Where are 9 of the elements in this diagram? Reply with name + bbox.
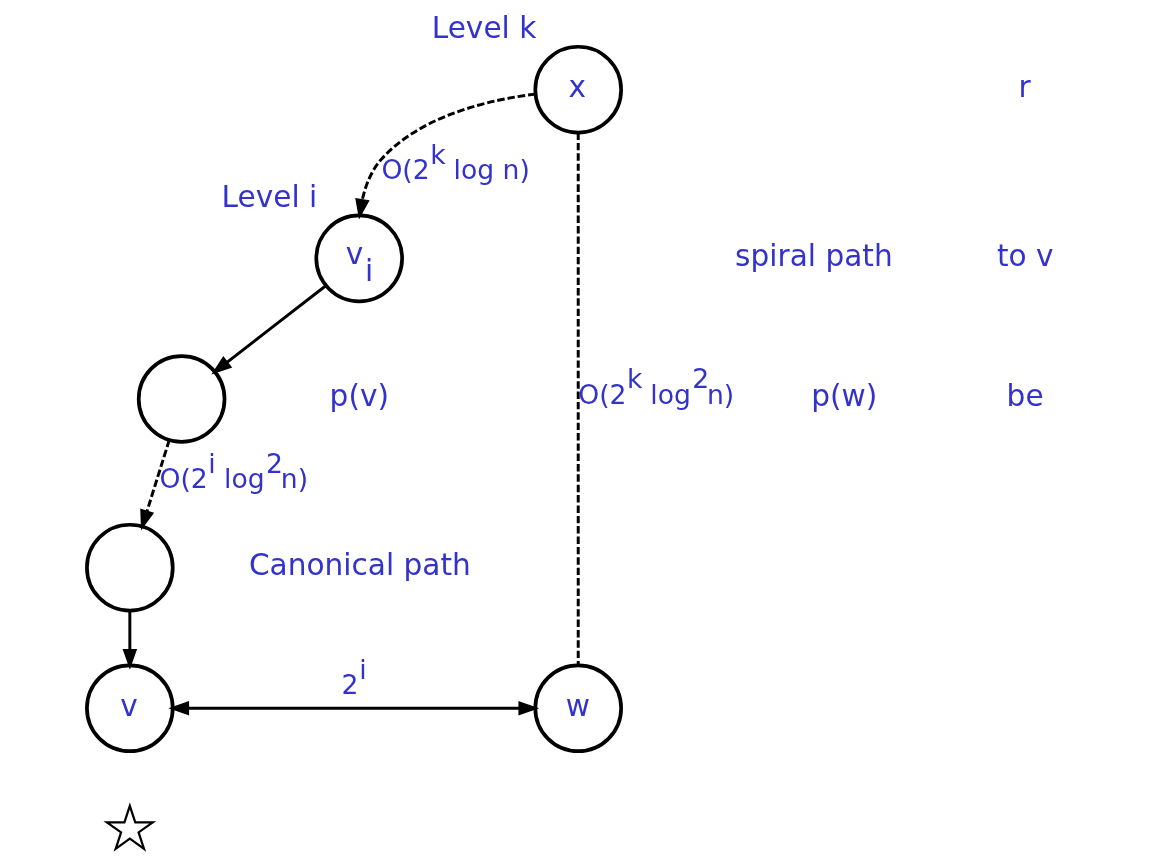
label: to v	[996, 238, 1054, 273]
node-label: Level k	[431, 10, 536, 45]
label: p(v)	[329, 379, 389, 414]
label: be	[1006, 379, 1044, 414]
label: p(w)	[810, 379, 877, 414]
node-label: Level i	[221, 179, 317, 214]
label: Canonical path	[248, 548, 471, 583]
label: r	[1017, 70, 1031, 105]
label: spiral path	[734, 238, 893, 273]
